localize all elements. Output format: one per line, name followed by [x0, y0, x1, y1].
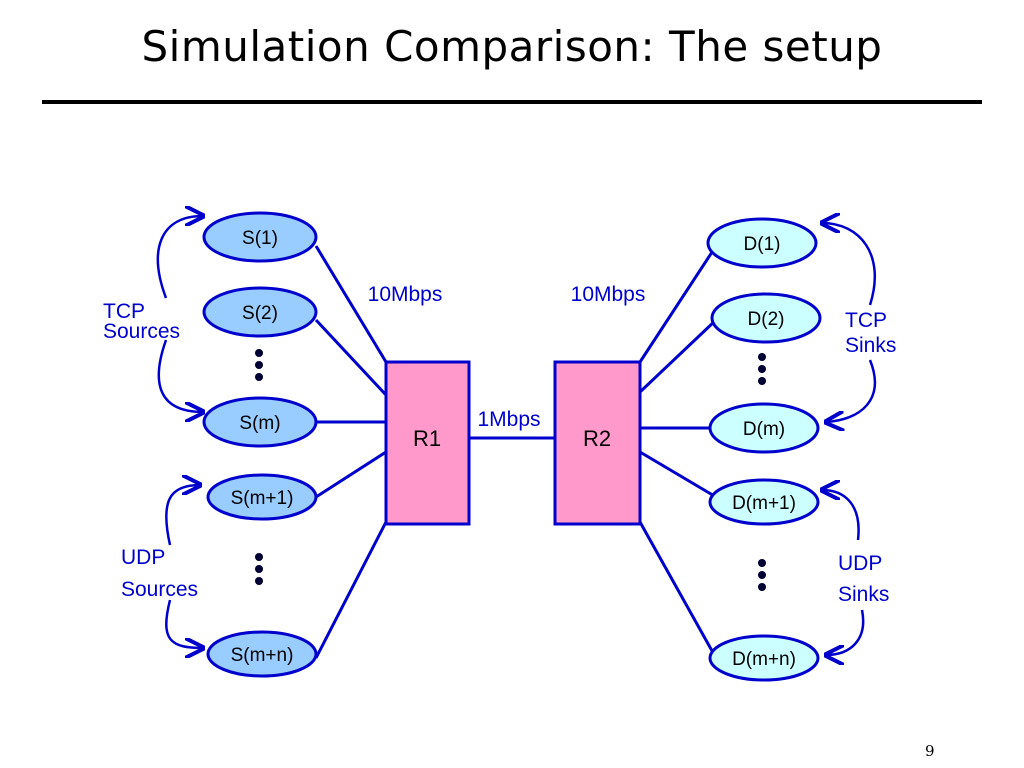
sink-node-d1-label: D(1) [744, 234, 781, 255]
udp-sources-arrow-down [165, 599, 203, 648]
source-node-sm-label: S(m) [239, 413, 280, 434]
right-link-rate-label: 10Mbps [571, 283, 646, 306]
sink-nodes: D(1) D(2) D(m) D(m+1) D(m+n) [706, 217, 822, 682]
source-node-s2 [202, 286, 318, 338]
sink-node-dm1 [708, 478, 820, 526]
link-sm1-r1 [315, 450, 387, 499]
link-s2-r1 [314, 318, 388, 397]
source-tcp-ellipsis [255, 349, 263, 381]
udp-sinks-arrow-up [822, 490, 860, 541]
left-link-rate-label: 10Mbps [368, 283, 443, 306]
source-nodes: S(1) S(2) S(m) S(m+1) S(m+n) [202, 211, 318, 678]
sink-node-dm [708, 402, 820, 454]
sink-udp-ellipsis [758, 559, 766, 591]
tcp-sources-arrow-up [156, 216, 203, 299]
tcp-sinks-label-line1: TCP [845, 309, 887, 332]
page-number: 9 [925, 742, 935, 760]
sink-node-d2-label: D(2) [748, 309, 785, 330]
udp-sinks-arrow-down [826, 609, 865, 655]
sink-node-dmn [708, 634, 820, 682]
source-node-sm1-label: S(m+1) [231, 488, 294, 509]
router-r2 [553, 360, 642, 526]
sink-node-dm1-label: D(m+1) [732, 493, 796, 514]
tcp-sinks-arrow-down [826, 359, 877, 422]
title-divider [42, 100, 982, 104]
link-r2-d1 [638, 245, 718, 363]
sink-node-d2 [710, 292, 822, 344]
source-node-s1-label: S(1) [242, 228, 278, 249]
udp-sources-arrow-up [165, 485, 200, 546]
link-r2-d2 [638, 318, 718, 394]
sink-node-d1 [706, 217, 818, 269]
udp-sources-label-line1: UDP [121, 546, 165, 569]
group-arrows [156, 216, 877, 655]
source-links [314, 245, 388, 659]
tcp-sources-label-line2: Sources [103, 320, 180, 343]
sink-node-dm-label: D(m) [743, 419, 785, 440]
link-s1-r1 [314, 245, 388, 363]
bottleneck-rate-label: 1Mbps [477, 408, 540, 431]
slide-title: Simulation Comparison: The setup [141, 22, 883, 71]
link-r2-dm1 [639, 450, 717, 499]
ellipsis-dots [255, 349, 766, 591]
router-r1 [384, 360, 471, 526]
tcp-sources-label-line1: TCP [103, 300, 145, 323]
udp-sinks-label-line2: Sinks [838, 583, 889, 606]
sink-tcp-ellipsis [758, 353, 766, 385]
sink-node-dmn-label: D(m+n) [732, 649, 796, 670]
udp-sinks-label-line1: UDP [838, 552, 882, 575]
source-node-smn-label: S(m+n) [231, 645, 294, 666]
link-r2-dmn [638, 521, 718, 659]
source-node-smn [206, 630, 318, 678]
source-node-s2-label: S(2) [242, 303, 278, 324]
udp-sources-label-line2: Sources [121, 578, 198, 601]
router-r1-label: R1 [413, 426, 441, 451]
tcp-sources-arrow-down [157, 339, 203, 412]
source-node-s1 [202, 211, 318, 263]
tcp-sinks-arrow-up [822, 223, 876, 306]
source-udp-ellipsis [255, 553, 263, 585]
source-node-sm1 [206, 473, 318, 521]
sink-links [638, 245, 718, 659]
router-r2-label: R2 [583, 426, 611, 451]
tcp-sinks-label-line2: Sinks [845, 334, 896, 357]
link-smn-r1 [314, 521, 388, 659]
